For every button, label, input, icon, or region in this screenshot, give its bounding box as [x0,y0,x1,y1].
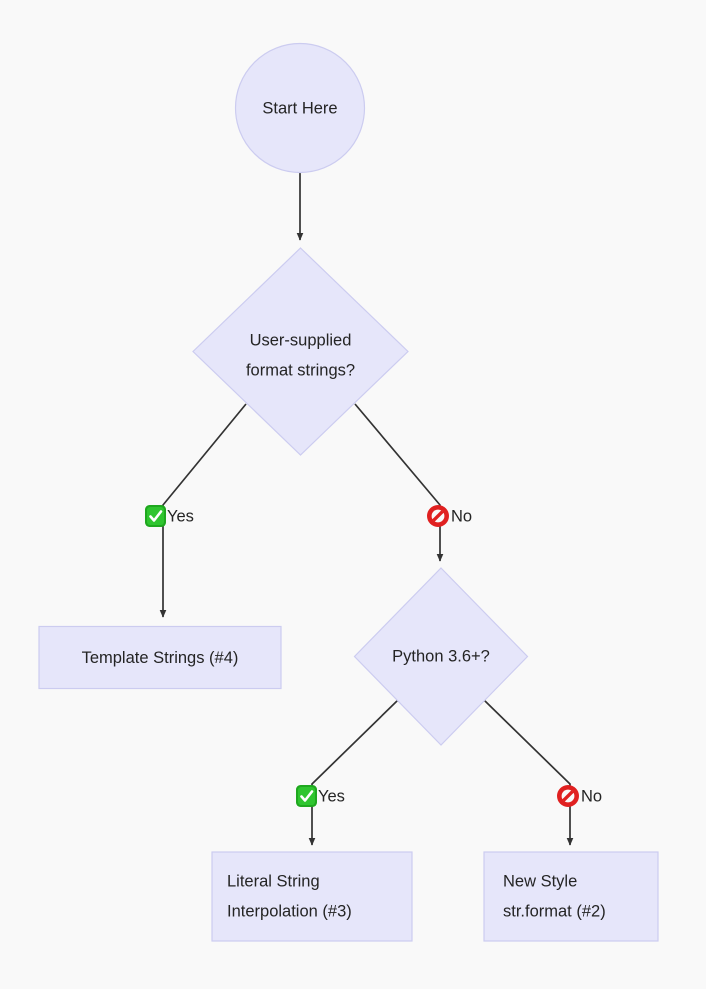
node-literal-string-interpolation[interactable]: Literal String Interpolation (#3) [211,851,413,942]
edge-label-yes-bottom-text: Yes [318,787,345,805]
node-decision2-label: Python 3.6+? [392,647,490,665]
edge-label-no-bottom-text: No [581,787,602,805]
edge-decision2-to-newstyle-no [483,699,574,846]
edge-decision2-to-literal-yes [308,699,399,846]
edge-label-yes-top: Yes [145,505,194,527]
check-mark-icon [145,505,166,527]
node-literal-label-line1: Literal String [227,872,320,890]
node-start-label: Start Here [262,99,337,117]
check-mark-icon [296,785,317,807]
node-template-strings-label: Template Strings (#4) [82,649,239,667]
edge-decision1-to-decision2-no [354,403,444,562]
node-decision1-label-line2: format strings? [246,361,355,379]
node-literal-label-line2: Interpolation (#3) [227,902,352,920]
edge-label-yes-bottom: Yes [296,785,345,807]
node-decision-python-version[interactable]: Python 3.6+? [353,567,529,746]
node-new-style-str-format[interactable]: New Style str.format (#2) [483,851,659,942]
edge-label-no-top-text: No [451,507,472,525]
node-decision-user-supplied-format-strings[interactable]: User-supplied format strings? [192,247,409,456]
prohibited-icon [557,785,579,807]
edge-decision1-to-template-yes [159,403,247,618]
edge-label-yes-top-text: Yes [167,507,194,525]
edge-label-no-top: No [427,505,472,527]
edge-label-no-bottom: No [557,785,602,807]
node-newstyle-label-line1: New Style [503,872,577,890]
prohibited-icon [427,505,449,527]
node-start[interactable]: Start Here [234,42,366,174]
node-newstyle-label-line2: str.format (#2) [503,902,606,920]
node-template-strings[interactable]: Template Strings (#4) [38,625,282,690]
node-decision1-label-line1: User-supplied [250,331,352,349]
